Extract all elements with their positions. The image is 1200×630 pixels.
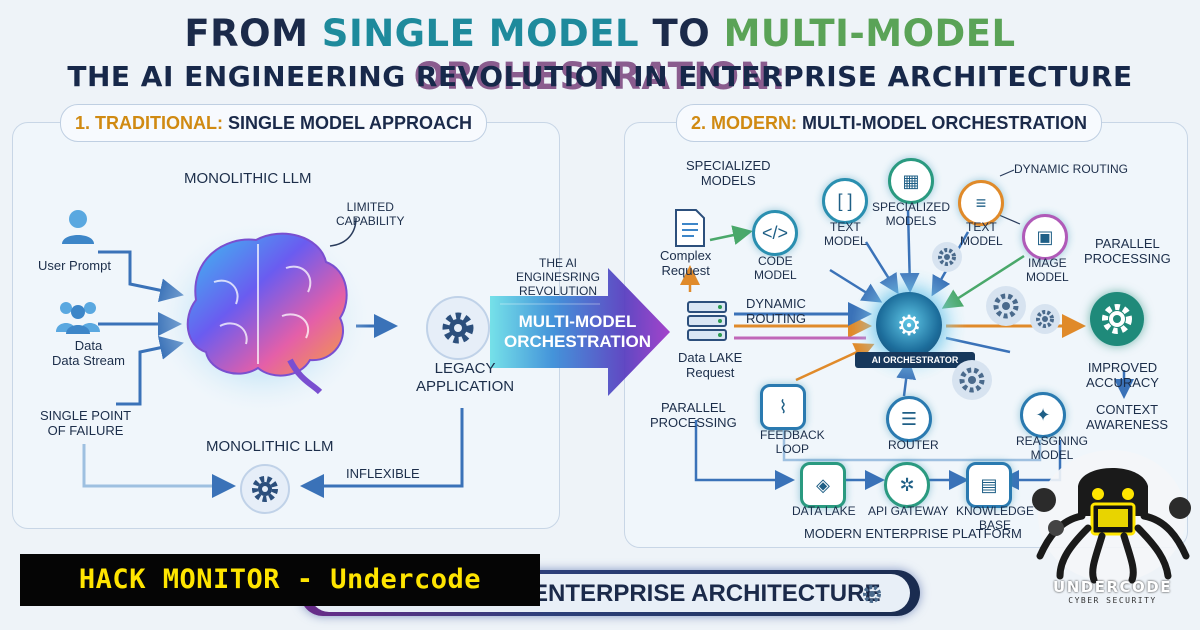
traditional-heading: 1. TRADITIONAL: SINGLE MODEL APPROACH (60, 104, 488, 142)
api-gateway-label: API GATEWAY (868, 504, 949, 518)
limited-capability-label: LIMITED CAPABILITY (336, 200, 405, 228)
image-model-label: IMAGE MODEL (1026, 256, 1069, 284)
specialized-models-left-label: SPECIALIZED MODELS (686, 158, 771, 188)
improved-accuracy-label: IMPROVED ACCURACY (1086, 360, 1159, 390)
left-connectors (82, 217, 464, 498)
logo-subtext: CYBER SECURITY (1068, 596, 1157, 605)
data-lake-label: DATA LAKE (792, 504, 856, 518)
transition-arrow (490, 268, 670, 396)
user-icon (56, 204, 100, 248)
modern-heading-text: MULTI-MODEL ORCHESTRATION (802, 113, 1088, 133)
title-part-2: SINGLE MODEL (321, 12, 640, 55)
octopus-mascot-icon (1032, 450, 1191, 584)
chart-icon: ⌇ (760, 384, 806, 430)
router-label: ROUTER (888, 438, 939, 452)
server-icon (682, 296, 732, 346)
gear-icon (426, 296, 490, 360)
engineering-revolution-label: THE AI ENGINESRING REVOLUTION (516, 256, 601, 298)
reasoning-model-label: REASGNING MODEL (1016, 434, 1089, 462)
gear-icon (932, 242, 962, 272)
data-stream-label: Data Data Stream (52, 338, 125, 368)
lightbulb-icon: ✦ (1020, 392, 1066, 438)
text-model-2-label: TEXT MODEL (960, 220, 1003, 248)
gear-icon (240, 464, 290, 514)
traditional-heading-text: SINGLE MODEL APPROACH (228, 113, 473, 133)
modern-heading: 2. MODERN: MULTI-MODEL ORCHESTRATION (676, 104, 1103, 142)
knowledge-base-label: KNOWLEDGE BASE (956, 504, 1035, 532)
feedback-loop-label: FEEDBACK LOOP (760, 428, 825, 456)
layers-icon: ◈ (800, 462, 846, 508)
complex-request-label: Complex Request (660, 248, 712, 278)
gear-icon (1090, 292, 1144, 346)
gear-icon (952, 360, 992, 400)
modern-enterprise-platform-label: MODERN ENTERPRISE PLATFORM (804, 526, 1022, 541)
logo-text: UNDERCODE (1053, 578, 1172, 596)
main-title: FROM SINGLE MODEL TO MULTI-MODEL ORCHEST… (0, 12, 1200, 98)
user-prompt-label: User Prompt (38, 258, 111, 273)
network-icon: ✲ (884, 462, 930, 508)
code-icon: </> (752, 210, 798, 256)
traditional-heading-number: 1. TRADITIONAL: (75, 113, 223, 133)
title-part-5: ORCHESTRATION: (413, 55, 787, 98)
dynamic-routing-mid-label: DYNAMIC ROUTING (746, 296, 806, 326)
image-icon: ▣ (1022, 214, 1068, 260)
hack-monitor-banner: HACK MONITOR - Undercode (20, 554, 540, 606)
title-part-4: MULTI-MODEL (723, 12, 1016, 55)
monolithic-llm-bottom-title: MONOLITHIC LLM (206, 438, 334, 455)
inflexible-label: INFLEXIBLE (346, 466, 420, 481)
group-icon (50, 296, 106, 336)
data-lake-request-label: Data LAKE Request (678, 350, 743, 380)
text-model-1-label: TEXT MODEL (824, 220, 867, 248)
parallel-processing-right-label: PARALLEL PROCESSING (1084, 236, 1171, 266)
multi-model-arrow-label: MULTI-MODEL ORCHESTRATION (504, 312, 652, 351)
subtitle: THE AI ENGINEERING REVOLUTION IN ENTERPR… (67, 60, 1133, 93)
context-awareness-label: CONTEXT AWARENESS (1086, 402, 1169, 432)
database-icon: ▤ (966, 462, 1012, 508)
document-icon (672, 206, 708, 250)
bottom-pill-text: ENTERPRISE ARCHITECTURE (532, 580, 881, 607)
chip-icon: ⚙ (876, 292, 942, 358)
specialized-models-center-label: SPECIALIZED MODELS (872, 200, 951, 228)
gear-icon (986, 286, 1026, 326)
parallel-processing-left-label: PARALLEL PROCESSING (650, 400, 737, 430)
brain-icon (154, 222, 370, 414)
monolithic-llm-title: MONOLITHIC LLM (184, 170, 312, 187)
modern-heading-number: 2. MODERN: (691, 113, 798, 133)
legacy-application-label: LEGACY APPLICATION (416, 360, 515, 395)
title-part-3: TO (639, 12, 724, 55)
title-part-1: FROM (184, 12, 322, 55)
document-icon: ≡ (958, 180, 1004, 226)
dynamic-routing-top-label: DYNAMIC ROUTING (1014, 162, 1128, 176)
list-icon: ☰ (886, 396, 932, 442)
code-model-label: CODE MODEL (754, 254, 797, 282)
gear-icon (860, 582, 884, 606)
ai-orchestrator-label: AI ORCHESTRATOR (855, 352, 975, 368)
chip-icon: ▦ (888, 158, 934, 204)
code-icon: [ ] (822, 178, 868, 224)
undercode-logo: UNDERCODE CYBER SECURITY (1030, 456, 1195, 624)
single-point-of-failure-label: SINGLE POINT OF FAILURE (40, 408, 132, 438)
gear-icon (1030, 304, 1060, 334)
